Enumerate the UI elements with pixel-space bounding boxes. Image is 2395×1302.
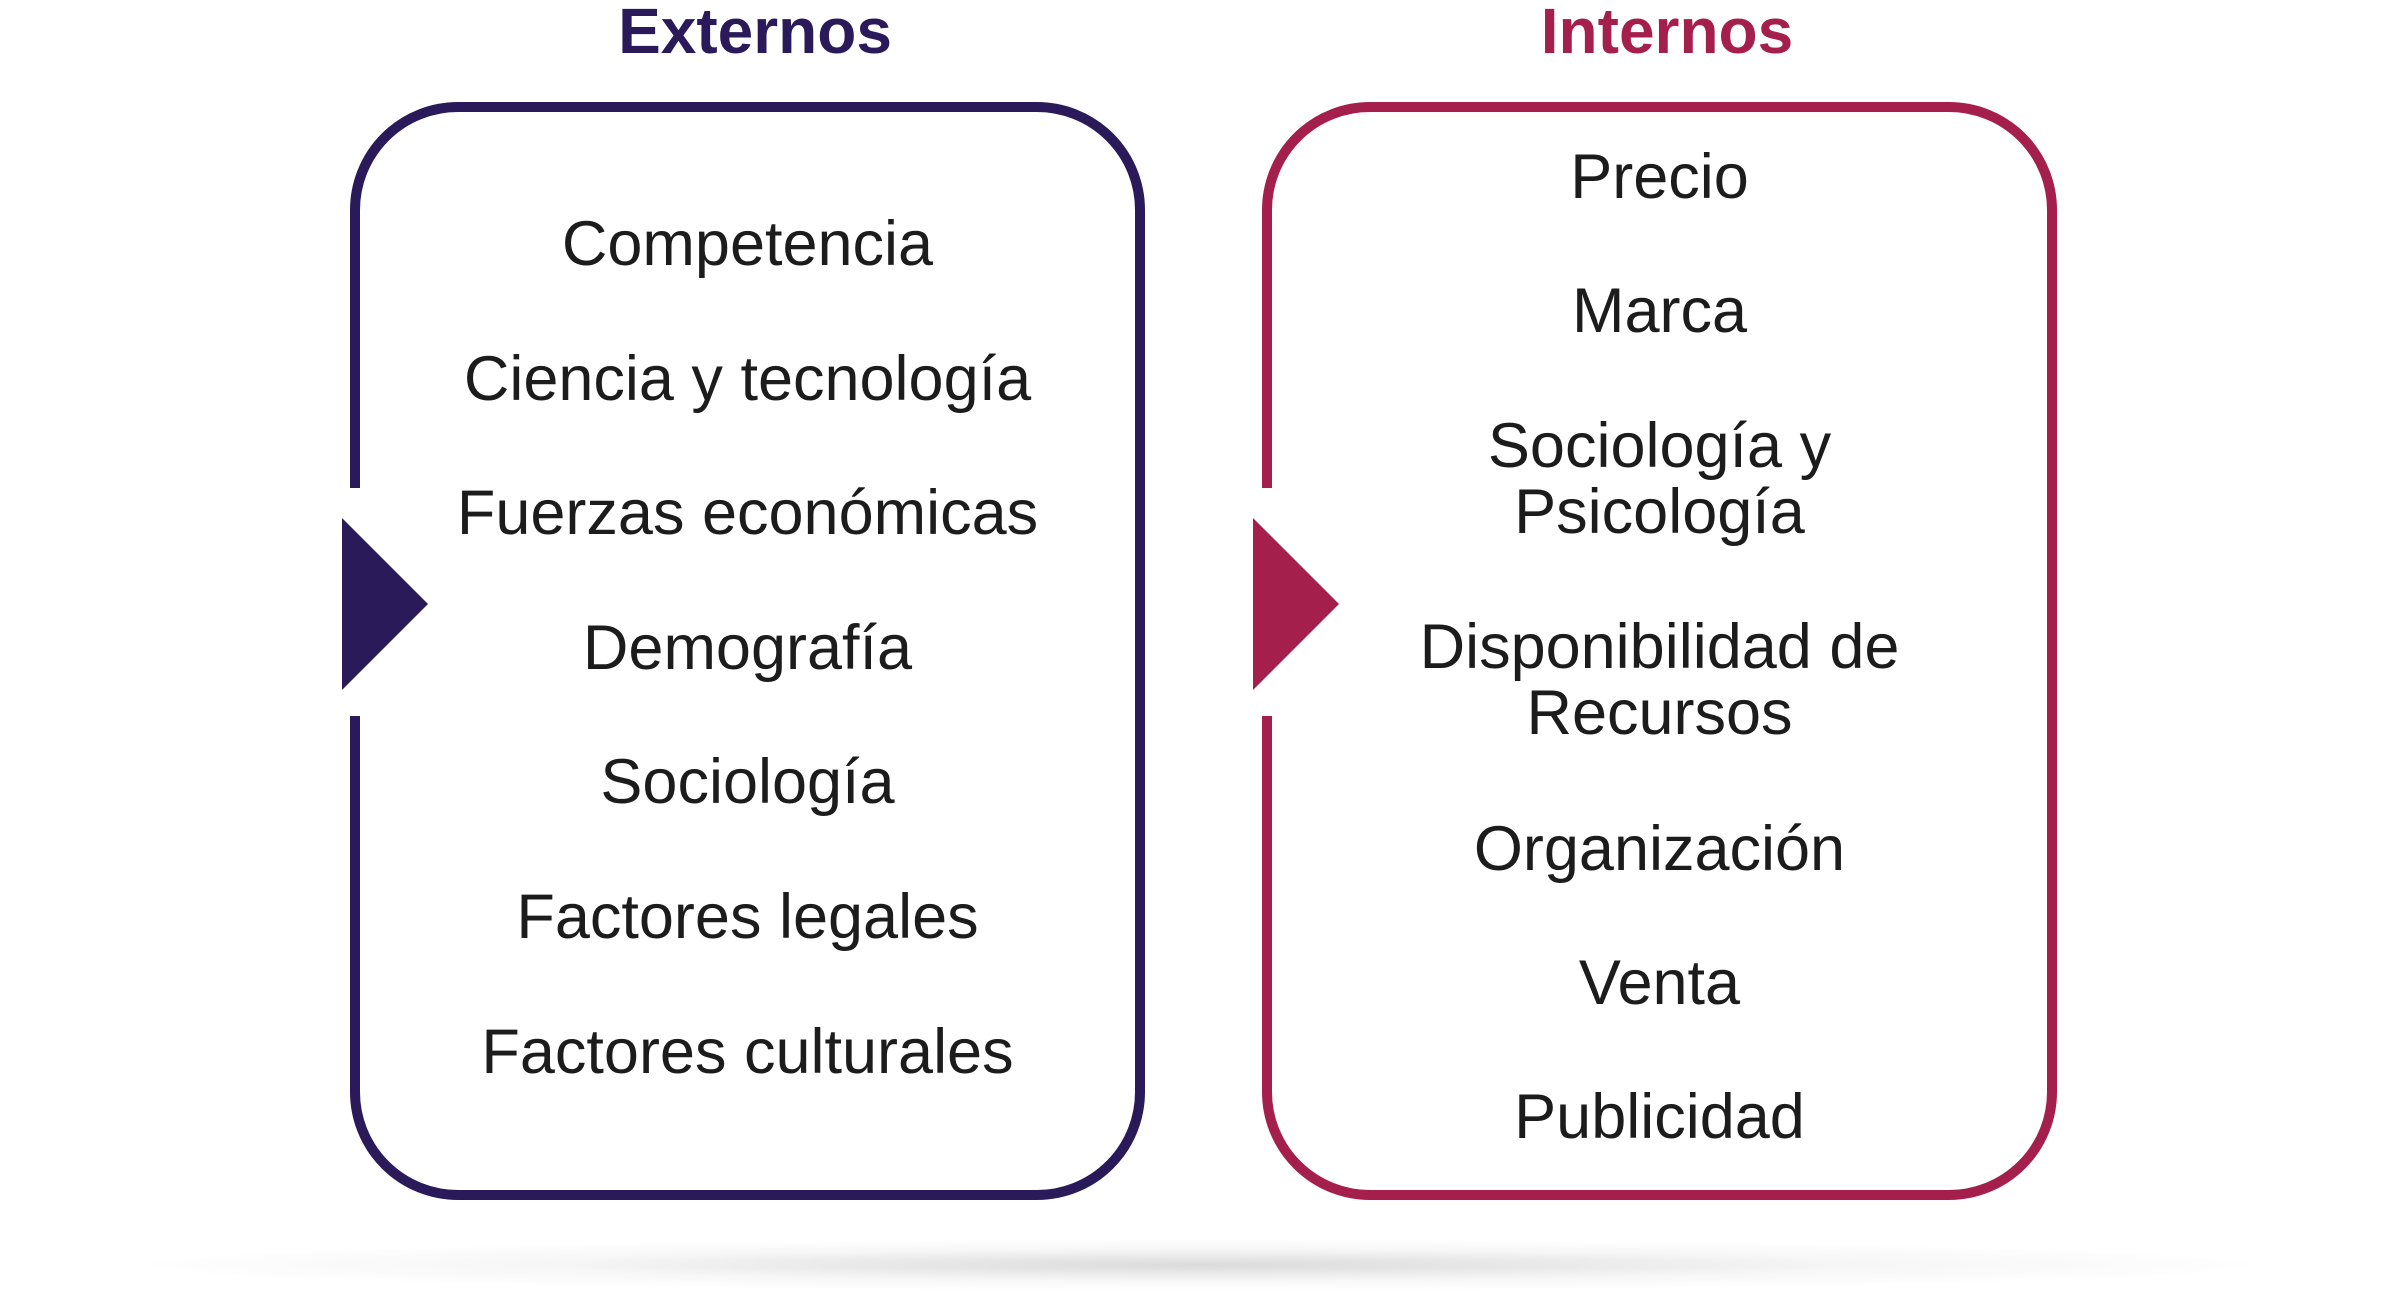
externos-item-competencia: Competencia (561, 209, 934, 279)
internos-arrow-icon (1253, 518, 1339, 690)
externos-item-legales: Factores legales (516, 882, 979, 952)
externos-item-demografia: Demografía (582, 613, 913, 683)
externos-item-culturales: Factores culturales (481, 1017, 1014, 1087)
internos-panel (1262, 102, 2057, 1200)
externos-item-ciencia: Ciencia y tecnología (463, 344, 1032, 414)
externos-item-fuerzas: Fuerzas económicas (456, 478, 1039, 548)
externos-arrow-icon (342, 518, 428, 690)
externos-panel (350, 102, 1145, 1200)
ground-shadow (150, 1240, 2250, 1290)
internos-item-venta: Venta (1578, 948, 1741, 1018)
internos-item-marca: Marca (1571, 276, 1748, 346)
internos-item-disponibilidad-line1: Disponibilidad de (1419, 612, 1900, 682)
internos-item-publicidad: Publicidad (1514, 1082, 1805, 1152)
internos-title: Internos (1540, 0, 1794, 67)
externos-item-sociologia: Sociología (600, 747, 895, 817)
internos-item-sociologia-line2: Psicología (1514, 477, 1805, 547)
internos-item-precio: Precio (1570, 142, 1749, 212)
externos-title: Externos (618, 0, 892, 67)
internos-item-disponibilidad-line2: Recursos (1526, 678, 1793, 748)
internos-item-organizacion: Organización (1473, 814, 1846, 884)
internos-item-sociologia-line1: Sociología y (1487, 411, 1832, 481)
